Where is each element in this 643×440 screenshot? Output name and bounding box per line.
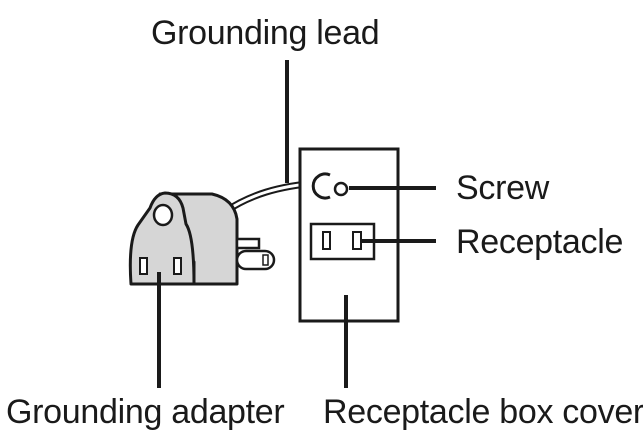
label-receptacle: Receptacle — [456, 223, 624, 261]
receptacle — [309, 222, 376, 261]
grounding-lead-hook — [311, 172, 331, 200]
label-receptacle-box-cover: Receptacle box cover — [323, 393, 643, 431]
label-screw: Screw — [456, 169, 549, 207]
label-grounding-lead: Grounding lead — [151, 14, 380, 52]
grounding-adapter — [128, 191, 276, 286]
label-grounding-adapter: Grounding adapter — [6, 393, 285, 431]
screw — [333, 181, 349, 197]
